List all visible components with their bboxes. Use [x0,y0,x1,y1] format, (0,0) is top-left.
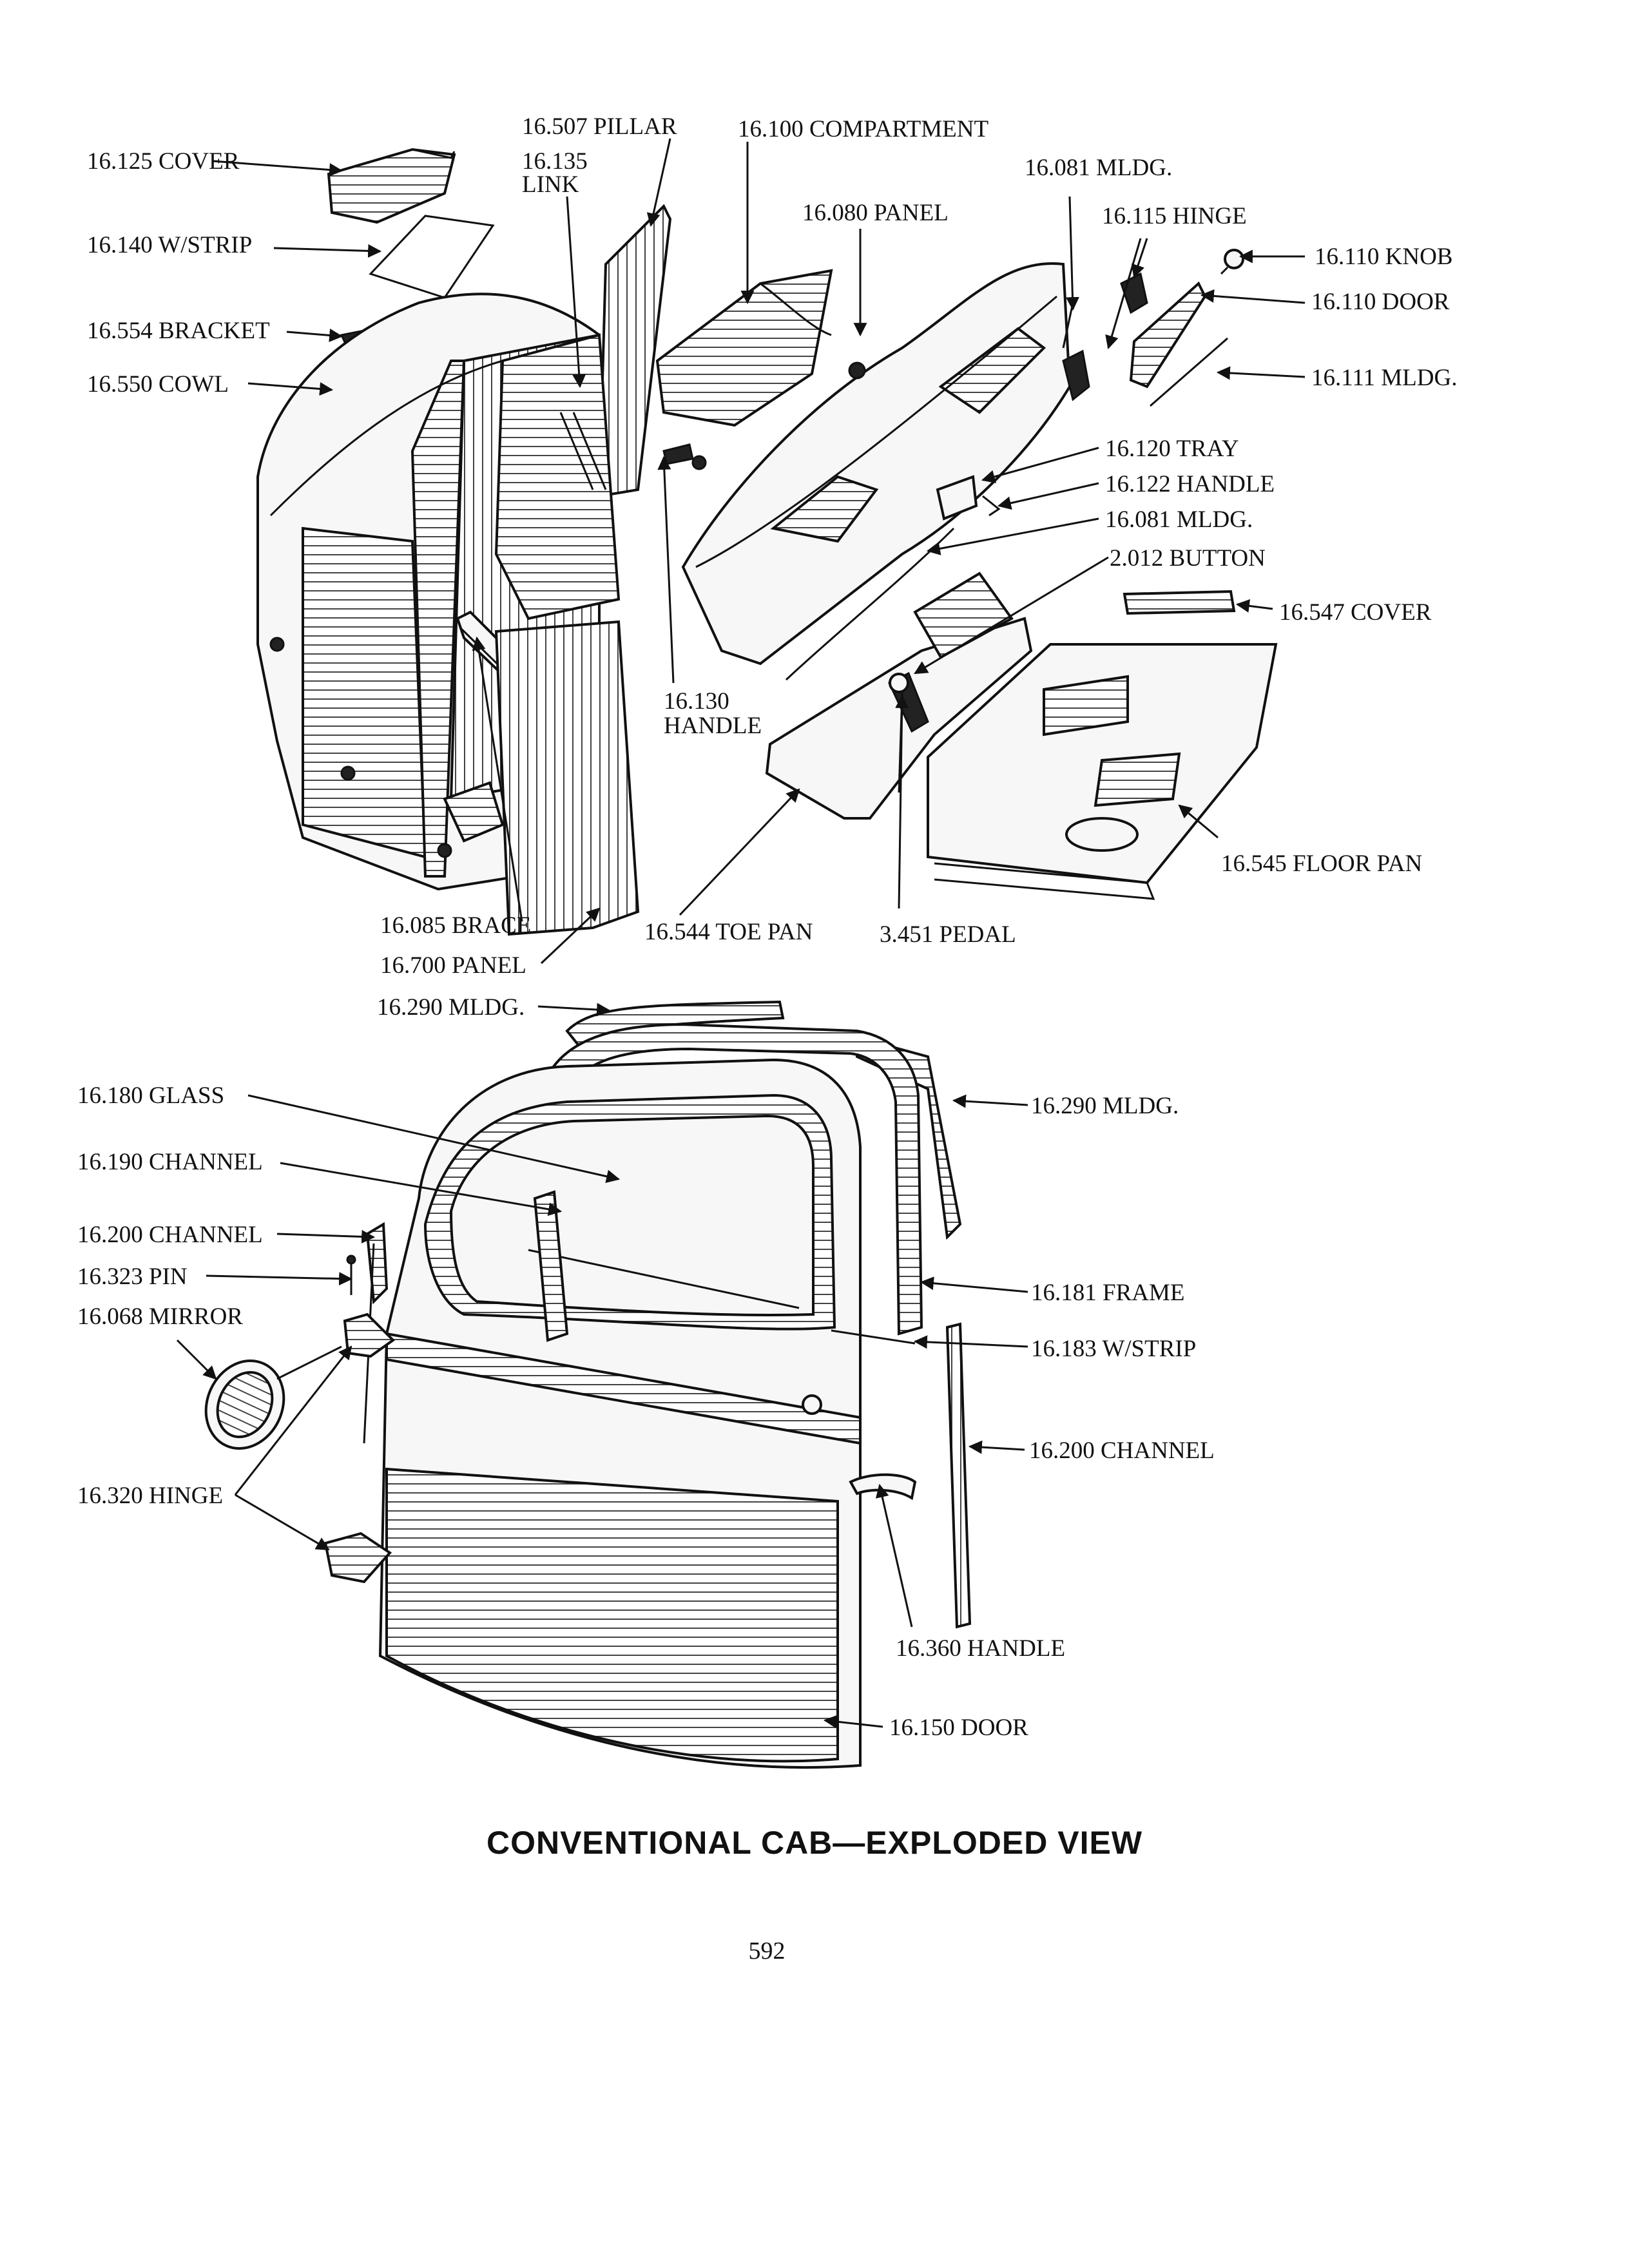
label-glass-180: 16.180 GLASS [77,1082,224,1109]
label-panel-700: 16.700 PANEL [380,952,526,979]
label-compartment-100: 16.100 COMPARTMENT [738,116,988,142]
cover-547-part [1123,590,1236,615]
label-door-150: 16.150 DOOR [889,1715,1028,1741]
label-moulding-081-mid: 16.081 MLDG. [1105,506,1253,533]
link-135-part [494,333,621,620]
label-button-012: 2.012 BUTTON [1110,545,1266,572]
compartment-100-part [655,269,833,427]
label-handle-122: 16.122 HANDLE [1105,471,1275,497]
label-handle-130-number: 16.130 [664,688,729,715]
label-moulding-290-right: 16.290 MLDG. [1031,1093,1179,1119]
label-wstrip-183: 16.183 W/STRIP [1031,1336,1196,1362]
label-knob-110: 16.110 KNOB [1315,244,1452,270]
label-floor-pan-545: 16.545 FLOOR PAN [1221,850,1422,877]
handle-130-part [662,443,707,470]
label-cover-547: 16.547 COVER [1279,599,1432,626]
label-moulding-111: 16.111 MLDG. [1311,365,1457,391]
label-frame-181: 16.181 FRAME [1031,1280,1184,1306]
label-handle-130-word: HANDLE [664,713,762,739]
frame-181-part [540,1023,923,1336]
pin-323-part [346,1254,356,1295]
label-bracket-554: 16.554 BRACKET [87,318,270,344]
panel-080-part [681,262,1072,666]
leader-lines [176,138,1306,1729]
label-moulding-290-top: 16.290 MLDG. [377,994,525,1021]
label-channel-200-left: 16.200 CHANNEL [77,1222,263,1248]
label-cowl-550: 16.550 COWL [87,371,229,398]
label-moulding-081-top: 16.081 MLDG. [1025,155,1172,181]
weatherstrip-140-part [369,215,495,299]
label-wstrip-140: 16.140 W/STRIP [87,232,252,258]
weatherstrip-183-part [831,1329,916,1345]
label-toe-pan-544: 16.544 TOE PAN [644,919,813,945]
label-hinge-115: 16.115 HINGE [1102,203,1247,229]
callout-labels: 16.125 COVER 16.140 W/STRIP 16.554 BRACK… [77,113,1457,1741]
channel-200-right-part [945,1322,972,1629]
label-tray-120: 16.120 TRAY [1105,436,1239,462]
door-110-part [1129,281,1207,389]
hinge-320-lower-part [323,1532,392,1584]
label-channel-200-right: 16.200 CHANNEL [1029,1437,1215,1464]
pillar-507-part [597,204,672,498]
floor-pan-545-part [927,643,1278,900]
label-pedal-451: 3.451 PEDAL [880,921,1016,948]
label-channel-190: 16.190 CHANNEL [77,1149,263,1175]
moulding-111-part [1150,337,1228,407]
channel-190-part [533,1190,569,1342]
label-panel-080: 16.080 PANEL [802,200,949,226]
label-door-110: 16.110 DOOR [1311,289,1450,315]
cover-125-part [327,148,456,224]
handle-122-part [982,495,1001,517]
label-pin-323: 16.323 PIN [77,1264,188,1290]
door-150-part [378,1058,862,1769]
label-cover-125: 16.125 COVER [87,148,240,175]
label-link-135-number: 16.135 [522,148,588,175]
panel-700-part [494,620,640,936]
label-brace-085: 16.085 BRACE [380,912,531,939]
label-hinge-320: 16.320 HINGE [77,1483,223,1509]
label-handle-360: 16.360 HANDLE [896,1635,1065,1662]
label-mirror-068: 16.068 MIRROR [77,1303,243,1330]
knob-110-part [1220,249,1244,275]
tray-120-part [936,475,978,521]
diagram-title: CONVENTIONAL CAB—EXPLODED VIEW [487,1825,1142,1861]
mirror-068-part [204,1345,342,1450]
label-link-135-word: LINK [522,171,579,198]
page-number: 592 [749,1937,786,1965]
label-pillar-507: 16.507 PILLAR [522,113,677,140]
